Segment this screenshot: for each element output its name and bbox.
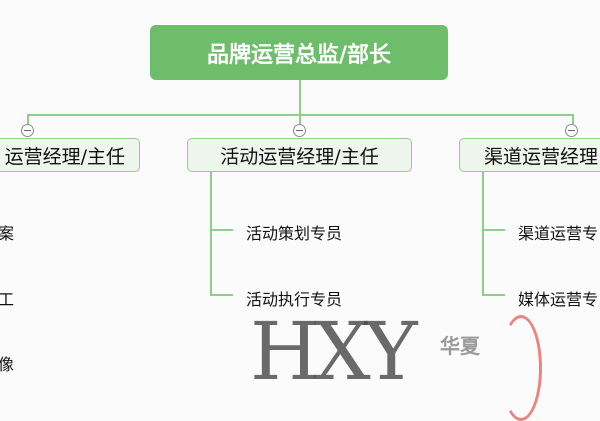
root-node[interactable]: 品牌运营总监/部长 bbox=[150, 25, 448, 80]
leaf-node[interactable]: 像 bbox=[0, 355, 15, 374]
leaf-node[interactable]: 渠道运营专 bbox=[518, 224, 599, 243]
connector bbox=[299, 80, 301, 115]
manager-node-channel[interactable]: 渠道运营经理 bbox=[459, 138, 600, 172]
connector bbox=[482, 229, 505, 231]
manager-label: 运营经理/主任 bbox=[4, 145, 125, 168]
collapse-icon[interactable] bbox=[21, 124, 34, 137]
root-label: 品牌运营总监/部长 bbox=[206, 42, 392, 68]
collapse-icon[interactable] bbox=[565, 124, 578, 137]
manager-node-activity[interactable]: 活动运营经理/主任 bbox=[187, 138, 412, 172]
connector bbox=[210, 294, 233, 296]
manager-label: 活动运营经理/主任 bbox=[220, 145, 379, 168]
connector bbox=[482, 294, 505, 296]
collapse-icon[interactable] bbox=[293, 124, 306, 137]
leaf-node[interactable]: 活动执行专员 bbox=[246, 290, 343, 309]
manager-label: 渠道运营经理 bbox=[484, 145, 599, 168]
watermark-logo: HXY bbox=[250, 305, 418, 398]
leaf-node[interactable]: 媒体运营专 bbox=[518, 290, 599, 309]
watermark-swoosh-icon bbox=[500, 315, 542, 421]
connector bbox=[482, 172, 484, 295]
connector bbox=[299, 114, 301, 124]
connector bbox=[572, 114, 574, 124]
leaf-node[interactable]: 活动策划专员 bbox=[246, 224, 343, 243]
connector bbox=[210, 172, 212, 295]
connector bbox=[27, 114, 29, 124]
watermark-cn: 华夏 bbox=[440, 334, 480, 358]
connector bbox=[210, 229, 233, 231]
leaf-node[interactable]: 工 bbox=[0, 290, 15, 309]
manager-node-ops[interactable]: 运营经理/主任 bbox=[0, 138, 140, 172]
leaf-node[interactable]: 案 bbox=[0, 224, 15, 243]
